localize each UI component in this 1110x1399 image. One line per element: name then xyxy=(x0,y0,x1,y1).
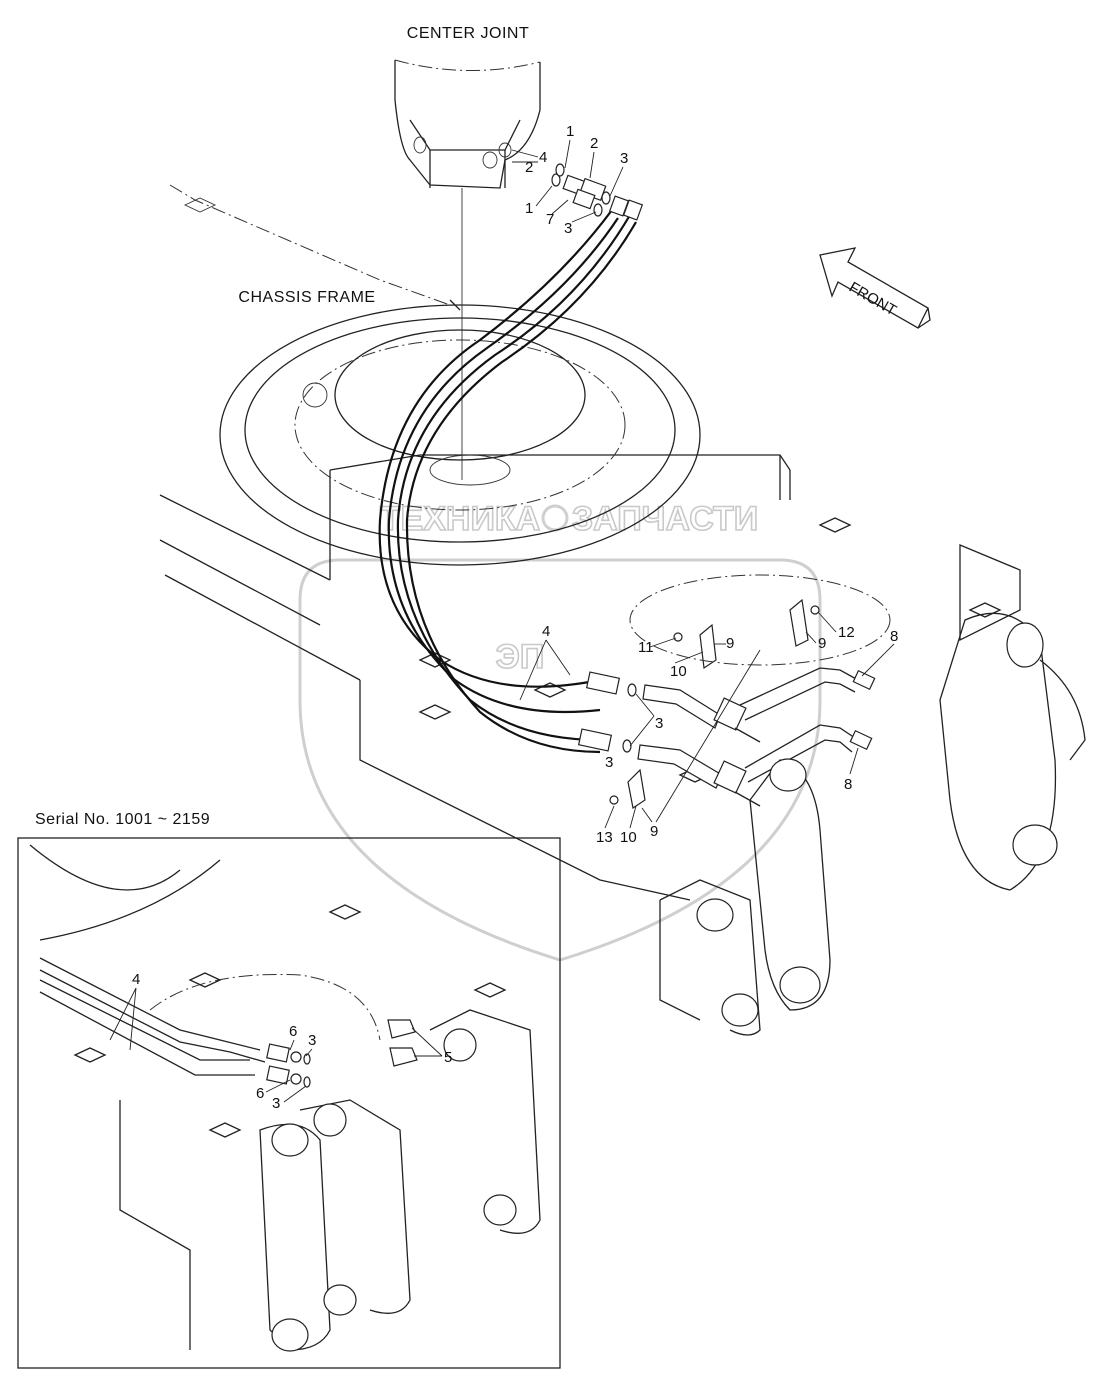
label-mid-4: 12 xyxy=(838,624,855,641)
chassis-frame xyxy=(159,184,1002,901)
top-fittings xyxy=(551,163,644,221)
label-top-2: 4 xyxy=(539,149,547,166)
label-mid-9: 8 xyxy=(844,776,852,793)
swing-ring xyxy=(219,299,701,566)
label-mid-3: 9 xyxy=(818,635,826,652)
watermark-right: ЗАПЧАСТИ xyxy=(572,500,758,538)
watermark-left: ТЕХНИКА xyxy=(380,500,540,538)
label-mid-8: 3 xyxy=(605,754,613,771)
label-mid-1: 11 xyxy=(638,639,654,656)
label-inset-3: 6 xyxy=(256,1085,264,1102)
label-inset-2: 3 xyxy=(308,1032,316,1049)
label-inset-0: 4 xyxy=(132,971,140,988)
top-labels: 1 2 4 2 3 1 7 3 xyxy=(511,123,628,237)
chassis-frame-caption: CHASSIS FRAME xyxy=(238,289,375,306)
label-mid-2: 9 xyxy=(726,635,734,652)
center-joint-caption: CENTER JOINT xyxy=(407,25,529,42)
inset-labels: 4 6 3 6 3 5 xyxy=(109,971,452,1112)
label-mid-5: 8 xyxy=(890,628,898,645)
label-top-7: 3 xyxy=(564,220,572,237)
label-top-3: 2 xyxy=(525,159,533,176)
label-top-5: 1 xyxy=(525,200,533,217)
label-inset-5: 5 xyxy=(444,1049,452,1066)
label-mid-12: 9 xyxy=(650,823,658,840)
watermark-gear-icon xyxy=(541,504,569,532)
label-inset-4: 3 xyxy=(272,1095,280,1112)
label-mid-6: 10 xyxy=(670,663,687,680)
label-mid-11: 10 xyxy=(620,829,637,846)
front-label: FRONT xyxy=(846,279,899,320)
mid-fittings xyxy=(577,574,891,810)
label-top-1: 2 xyxy=(590,135,598,152)
center-joint xyxy=(394,59,541,480)
serial-inset xyxy=(17,837,561,1369)
label-mid-10: 13 xyxy=(596,829,613,846)
right-brackets xyxy=(659,544,1086,1036)
label-top-0: 1 xyxy=(566,123,574,140)
mid-labels: 4 11 9 9 12 8 10 3 3 8 13 10 9 xyxy=(519,611,898,846)
label-inset-1: 6 xyxy=(289,1023,297,1040)
hoses xyxy=(378,209,637,754)
serial-caption: Serial No. 1001 ~ 2159 xyxy=(35,811,210,828)
watermark-logo: ЭП xyxy=(496,638,545,676)
label-mid-7: 3 xyxy=(655,715,663,732)
front-arrow-icon xyxy=(819,247,931,329)
label-top-4: 3 xyxy=(620,150,628,167)
label-top-6: 7 xyxy=(546,211,554,228)
label-mid-0: 4 xyxy=(542,623,550,640)
